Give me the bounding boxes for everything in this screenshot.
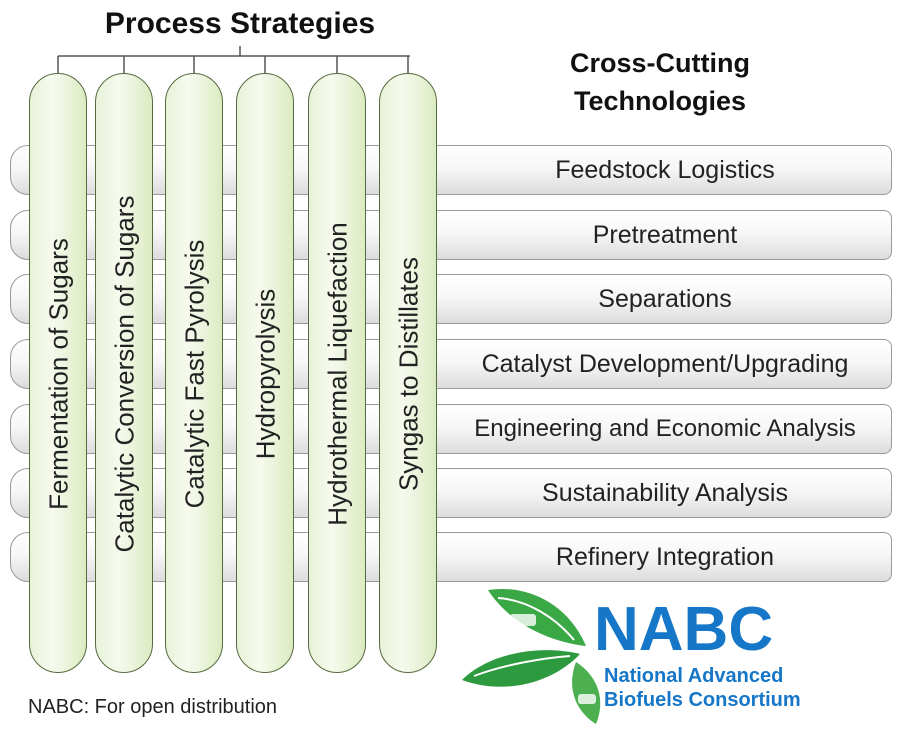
strategy-label-fermentation: Fermentation of Sugars (43, 238, 74, 510)
logo-name: NABC (594, 595, 773, 664)
strategy-label-hydropyrolysis: Hydropyrolysis (250, 288, 281, 460)
strategy-bracket (57, 46, 410, 74)
tech-label-separations: Separations (598, 285, 732, 313)
strategy-pill-syngas: Syngas to Distillates (379, 73, 437, 673)
strategy-pill-catalytic-conversion: Catalytic Conversion of Sugars (95, 73, 153, 673)
tech-bar-sustainability (10, 468, 892, 518)
leaf-icon (462, 588, 601, 724)
logo-line1: National Advanced (604, 665, 783, 687)
process-strategies-title: Process Strategies (104, 7, 376, 40)
tech-label-pretreatment: Pretreatment (592, 221, 738, 249)
tech-label-refinery-integration: Refinery Integration (555, 543, 775, 571)
strategy-label-syngas: Syngas to Distillates (393, 256, 424, 492)
strategy-pill-fermentation: Fermentation of Sugars (29, 73, 87, 673)
strategy-label-catalytic-conversion: Catalytic Conversion of Sugars (109, 195, 140, 553)
strategy-label-hydrothermal-liquefaction: Hydrothermal Liquefaction (322, 222, 353, 526)
distribution-footnote: NABC: For open distribution (28, 696, 278, 718)
strategy-pill-catalytic-fast-pyrolysis: Catalytic Fast Pyrolysis (165, 73, 223, 673)
strategy-pill-hydropyrolysis: Hydropyrolysis (236, 73, 294, 673)
tech-label-feedstock-logistics: Feedstock Logistics (555, 156, 775, 184)
tech-bar-engineering-economic (10, 404, 892, 454)
strategy-label-catalytic-fast-pyrolysis: Catalytic Fast Pyrolysis (179, 239, 210, 509)
tech-bar-separations (10, 274, 892, 324)
logo-line2: Biofuels Consortium (604, 689, 801, 711)
tech-bar-feedstock-logistics (10, 145, 892, 195)
tech-bar-pretreatment (10, 210, 892, 260)
tech-label-sustainability: Sustainability Analysis (542, 479, 788, 507)
strategy-pill-hydrothermal-liquefaction: Hydrothermal Liquefaction (308, 73, 366, 673)
cross-cutting-title: Cross-Cutting Technologies (570, 48, 750, 116)
tech-bar-catalyst-development (10, 339, 892, 389)
tech-label-engineering-economic: Engineering and Economic Analysis (474, 415, 856, 442)
tech-label-catalyst-development: Catalyst Development/Upgrading (481, 350, 849, 378)
nabc-logo: NABC National Advanced Biofuels Consorti… (462, 588, 801, 724)
tech-bar-refinery-integration (10, 532, 892, 582)
